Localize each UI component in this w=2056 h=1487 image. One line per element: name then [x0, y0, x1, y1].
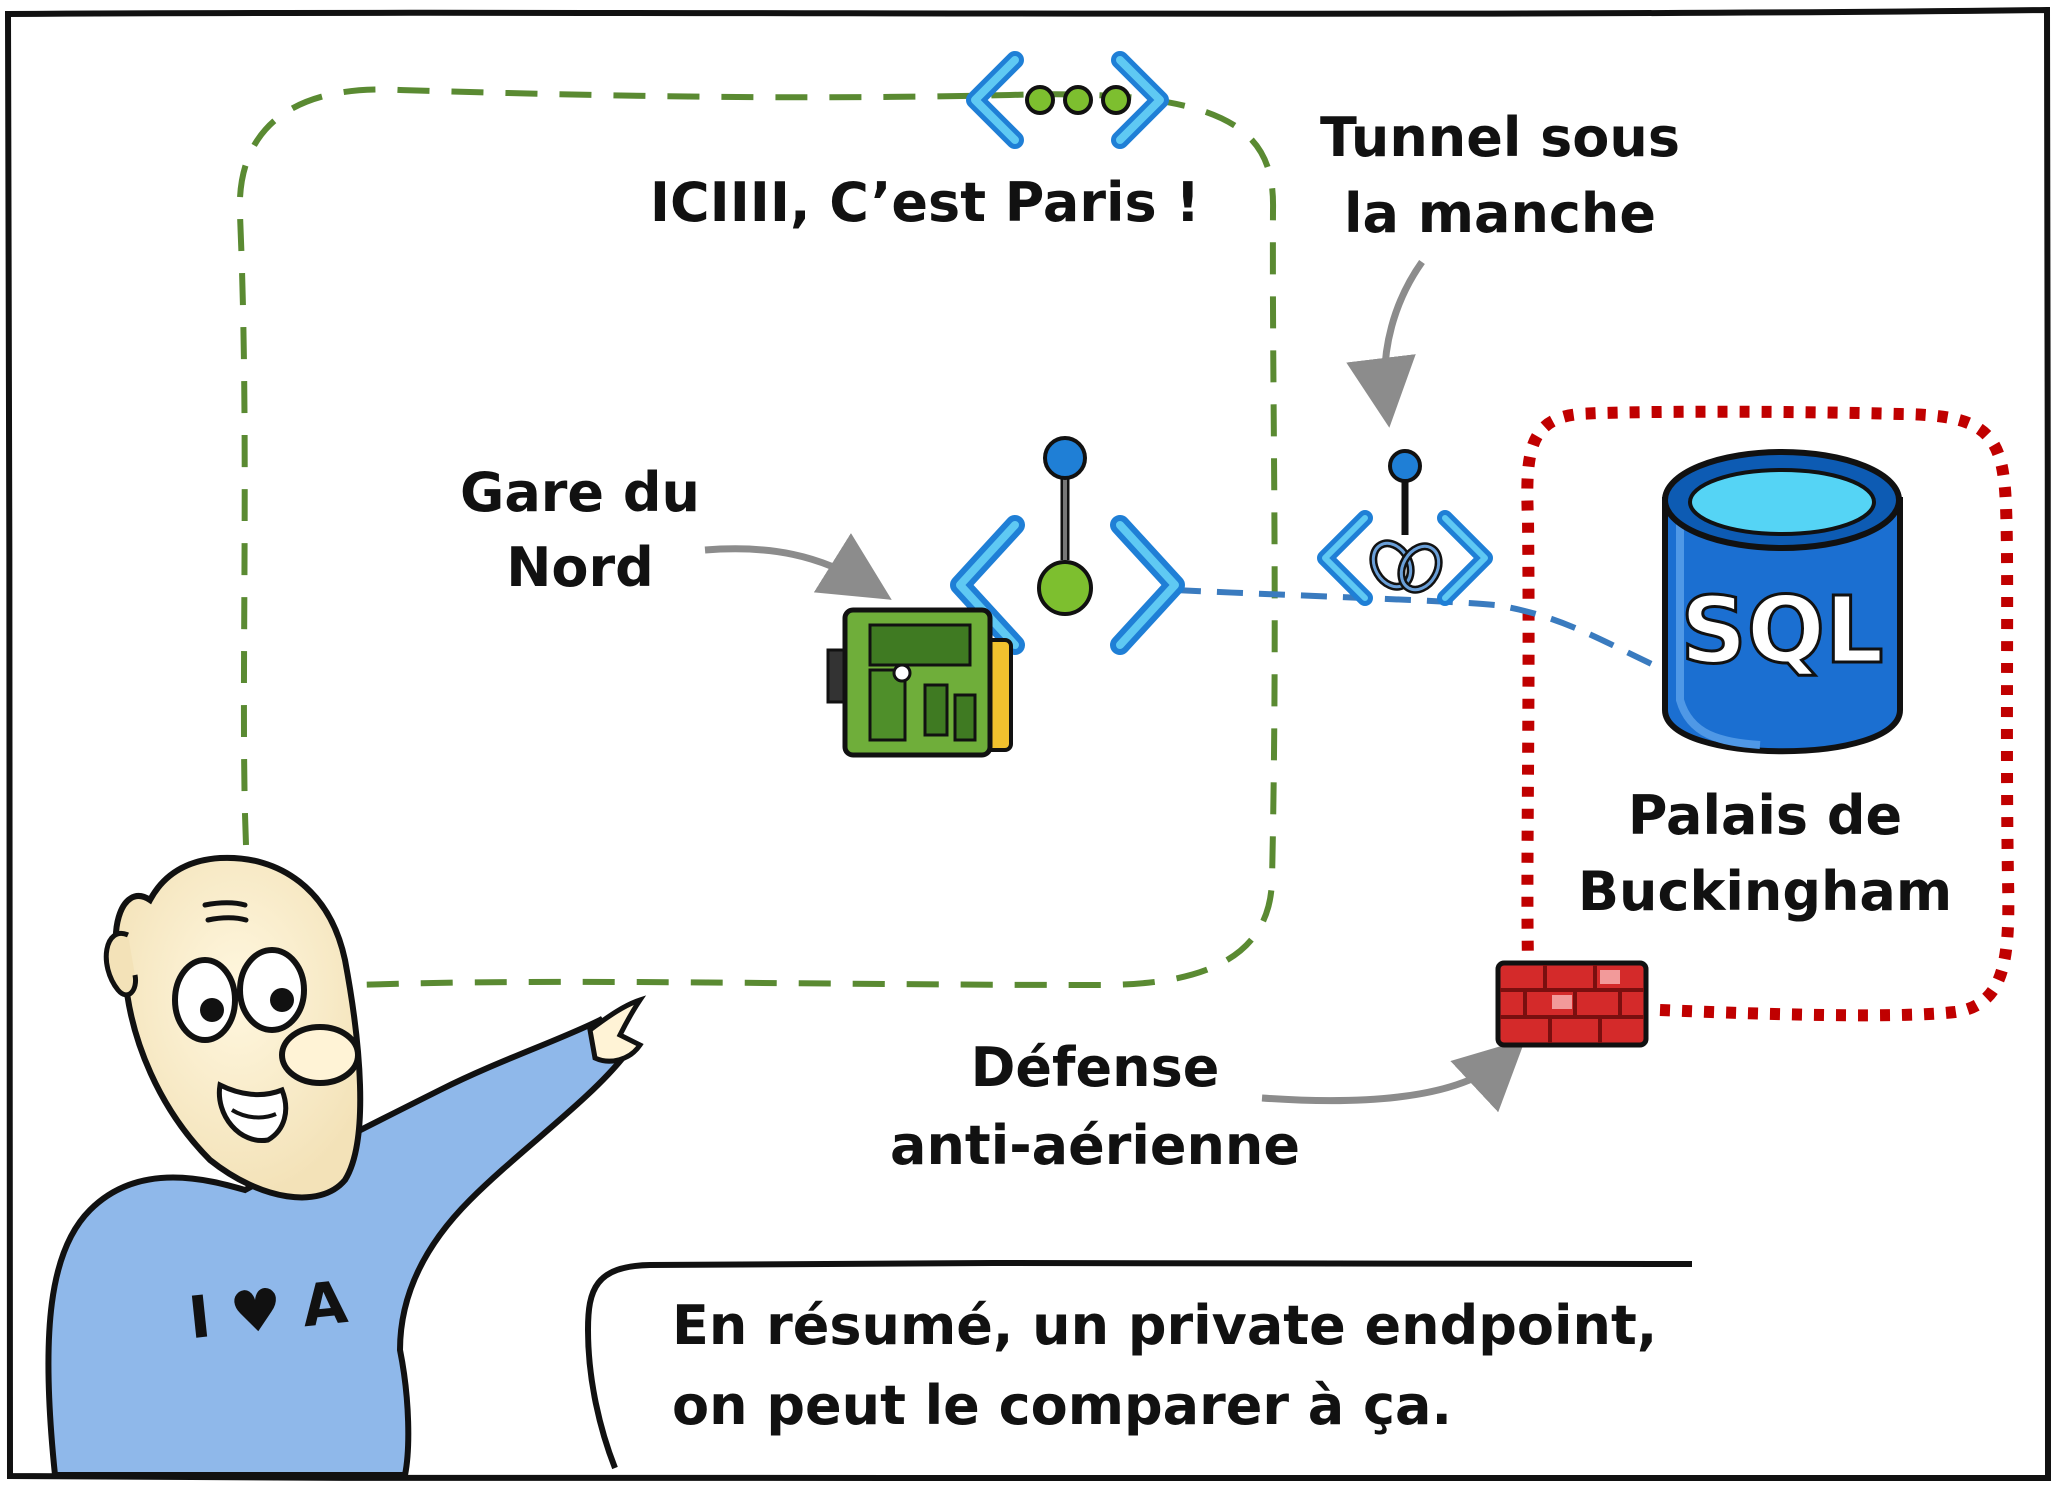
palais-label-line2: Buckingham: [1577, 860, 1953, 923]
sql-badge-text: SQL: [1680, 577, 1883, 684]
palais-label-line1: Palais de: [1627, 784, 1903, 847]
vnet-icon: [966, 51, 1169, 149]
defense-arrow: [1261, 1038, 1526, 1113]
firewall-icon: [1495, 960, 1649, 1048]
network-card-icon: [826, 607, 1013, 758]
sql-boundary: [1521, 405, 2015, 1022]
vnet-title-label: ICIIII, C’est Paris !: [649, 171, 1201, 234]
tunnel-label-line2: la manche: [1344, 182, 1656, 245]
gare-arrow: [704, 533, 892, 600]
speech-bubble-line2: on peut le comparer à ça.: [672, 1374, 1452, 1437]
private-link-line: [1174, 587, 1662, 671]
comic-frame: [4, 6, 2052, 1482]
private-endpoint-icon: [950, 436, 1185, 655]
tunnel-arrow: [1346, 259, 1425, 428]
private-link-icon: [1317, 449, 1493, 606]
vnet-boundary: [236, 86, 1278, 989]
shirt-text: I ♥ A: [185, 1268, 350, 1352]
presenter-character: I ♥ A: [45, 854, 647, 1478]
gare-label-line1: Gare du: [460, 461, 700, 524]
defense-label-line1: Défense: [970, 1036, 1220, 1099]
sql-database-icon: SQL: [1662, 449, 1903, 755]
tunnel-label-line1: Tunnel sous: [1320, 106, 1680, 169]
defense-label-line2: anti-aérienne: [890, 1114, 1300, 1177]
speech-bubble: [584, 1259, 1693, 1470]
speech-bubble-line1: En résumé, un private endpoint,: [672, 1294, 1658, 1357]
gare-label-line2: Nord: [506, 536, 654, 599]
